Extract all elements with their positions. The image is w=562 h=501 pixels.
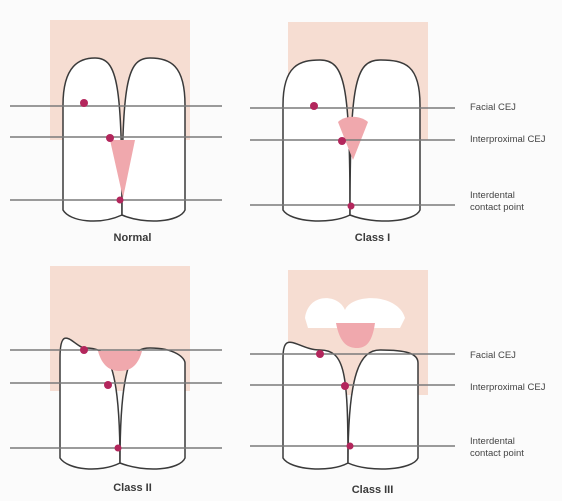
facial-cej-point	[310, 102, 318, 110]
facial-cej-point	[80, 99, 88, 107]
diagram-class3	[250, 258, 495, 498]
interproximal-cej-point	[104, 381, 112, 389]
contact-point	[115, 445, 122, 452]
facial-cej-point	[316, 350, 324, 358]
panel-class1: Class I	[250, 10, 495, 250]
label-contact-point-top: Interdental contact point	[470, 190, 524, 214]
tooth-right	[348, 350, 418, 469]
label-line-1: Interdental	[470, 436, 524, 448]
diagram-normal	[10, 10, 255, 250]
label-interproximal-cej-top: Interproximal CEJ	[470, 134, 546, 146]
label-line-2: contact point	[470, 202, 524, 214]
panel-normal: Normal	[10, 10, 255, 250]
panel-title: Normal	[10, 232, 255, 244]
label-facial-cej-top: Facial CEJ	[470, 102, 516, 114]
tooth-right	[122, 58, 185, 221]
diagram-class1	[250, 10, 495, 250]
label-line-2: contact point	[470, 448, 524, 460]
label-line-1: Interdental	[470, 190, 524, 202]
label-contact-point-bottom: Interdental contact point	[470, 436, 524, 460]
contact-point	[117, 197, 124, 204]
label-facial-cej-bottom: Facial CEJ	[470, 350, 516, 362]
interproximal-cej-point	[106, 134, 114, 142]
panel-title: Class III	[250, 484, 495, 496]
interproximal-cej-point	[341, 382, 349, 390]
panel-class3: Class III	[250, 258, 495, 498]
contact-point	[348, 203, 355, 210]
label-interproximal-cej-bottom: Interproximal CEJ	[470, 382, 546, 394]
diagram-class2	[10, 258, 255, 498]
panel-class2: Class II	[10, 258, 255, 498]
interproximal-cej-point	[338, 137, 346, 145]
contact-point	[347, 443, 354, 450]
facial-cej-point	[80, 346, 88, 354]
panel-title: Class II	[10, 482, 255, 494]
tooth-left	[283, 342, 348, 469]
panel-title: Class I	[250, 232, 495, 244]
